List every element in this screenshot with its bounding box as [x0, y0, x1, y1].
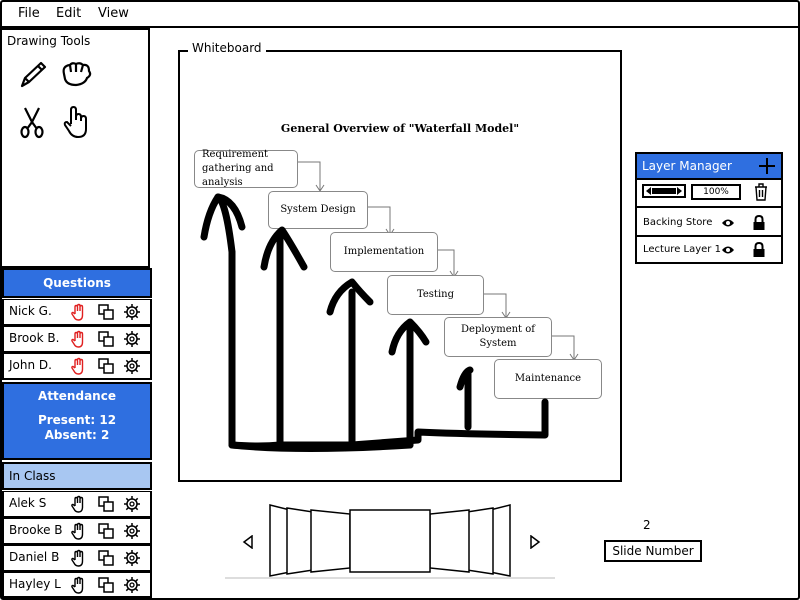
user-name: John D. [9, 358, 52, 372]
gear-icon[interactable] [123, 495, 141, 513]
scissors-icon[interactable] [14, 104, 50, 140]
previous-slide-icon[interactable] [241, 535, 255, 549]
gear-icon[interactable] [123, 303, 141, 321]
menu-file[interactable]: File [18, 6, 40, 21]
user-name: Alek S [9, 496, 47, 510]
layer-row[interactable]: Lecture Layer 1 [637, 237, 781, 264]
eye-icon[interactable] [721, 218, 735, 228]
user-name: Brooke B [9, 523, 63, 537]
diagram-title: General Overview of "Waterfall Model" [280, 122, 520, 135]
in-class-row: Hayley L [2, 572, 152, 598]
opacity-value[interactable]: 100% [691, 184, 741, 200]
attendance-panel: Attendance Present: 12 Absent: 2 [2, 382, 152, 460]
next-slide-icon[interactable] [528, 535, 542, 549]
pointer-hand-icon[interactable] [58, 104, 94, 140]
layer-manager-panel: Layer Manager 100% Backing Store Lecture… [635, 152, 783, 264]
opacity-slider[interactable] [642, 184, 686, 198]
user-name: Daniel B [9, 550, 60, 564]
copy-icon[interactable] [97, 357, 115, 375]
slide-number-button[interactable]: Slide Number [604, 540, 702, 562]
copy-icon[interactable] [97, 330, 115, 348]
absent-count: Absent: 2 [44, 428, 110, 442]
user-name: Nick G. [9, 304, 52, 318]
eye-icon[interactable] [721, 245, 735, 255]
freehand-annotation [200, 193, 549, 452]
in-class-header: In Class [2, 462, 152, 490]
gear-icon[interactable] [123, 576, 141, 594]
question-row: John D. [2, 353, 152, 380]
gear-icon[interactable] [123, 549, 141, 567]
attendance-title: Attendance [38, 389, 116, 403]
copy-icon[interactable] [97, 576, 115, 594]
waterfall-step[interactable]: System Design [268, 191, 368, 229]
gear-icon[interactable] [123, 522, 141, 540]
waterfall-step[interactable]: Deployment of System [444, 317, 552, 357]
raised-hand-icon[interactable] [70, 303, 88, 321]
slide-filmstrip[interactable] [225, 500, 555, 580]
menu-edit[interactable]: Edit [56, 6, 82, 21]
questions-header: Questions [2, 268, 152, 298]
layer-row[interactable]: Backing Store [637, 210, 781, 237]
present-count: Present: 12 [37, 413, 117, 427]
copy-icon[interactable] [97, 303, 115, 321]
pencil-icon[interactable] [14, 58, 50, 94]
layer-manager-title: Layer Manager [642, 159, 732, 173]
drawing-tools-title: Drawing Tools [7, 34, 91, 48]
whiteboard-canvas[interactable]: General Overview of "Waterfall Model" Re… [178, 50, 622, 482]
hand-icon[interactable] [70, 576, 88, 594]
glove-icon[interactable] [58, 58, 94, 94]
whiteboard-label: Whiteboard [188, 41, 266, 55]
lock-icon[interactable] [752, 215, 766, 231]
trash-icon[interactable] [752, 182, 770, 202]
in-class-row: Alek S [2, 491, 152, 518]
menu-view[interactable]: View [98, 6, 129, 21]
layer-name: Lecture Layer 1 [643, 244, 721, 255]
question-row: Nick G. [2, 299, 152, 326]
lock-icon[interactable] [752, 242, 766, 258]
copy-icon[interactable] [97, 522, 115, 540]
add-layer-icon[interactable] [757, 156, 777, 176]
raised-hand-icon[interactable] [70, 330, 88, 348]
waterfall-step[interactable]: Maintenance [494, 359, 602, 399]
user-name: Brook B. [9, 331, 60, 345]
copy-icon[interactable] [97, 495, 115, 513]
layer-name: Backing Store [643, 217, 713, 228]
gear-icon[interactable] [123, 357, 141, 375]
slide-number-value: 2 [643, 518, 651, 532]
question-row: Brook B. [2, 326, 152, 353]
hand-icon[interactable] [70, 549, 88, 567]
user-name: Hayley L [9, 577, 61, 591]
in-class-row: Brooke B [2, 518, 152, 545]
hand-icon[interactable] [70, 522, 88, 540]
waterfall-step[interactable]: Testing [387, 275, 484, 315]
copy-icon[interactable] [97, 549, 115, 567]
waterfall-step[interactable]: Implementation [330, 232, 438, 272]
drawing-tools-panel: Drawing Tools [2, 28, 150, 268]
layer-controls: 100% [637, 180, 781, 208]
menu-bar: File Edit View [0, 0, 800, 28]
waterfall-step[interactable]: Requirement gathering and analysis [194, 149, 298, 188]
gear-icon[interactable] [123, 330, 141, 348]
hand-icon[interactable] [70, 495, 88, 513]
raised-hand-icon[interactable] [70, 357, 88, 375]
layer-manager-header: Layer Manager [637, 154, 781, 180]
in-class-row: Daniel B [2, 545, 152, 572]
